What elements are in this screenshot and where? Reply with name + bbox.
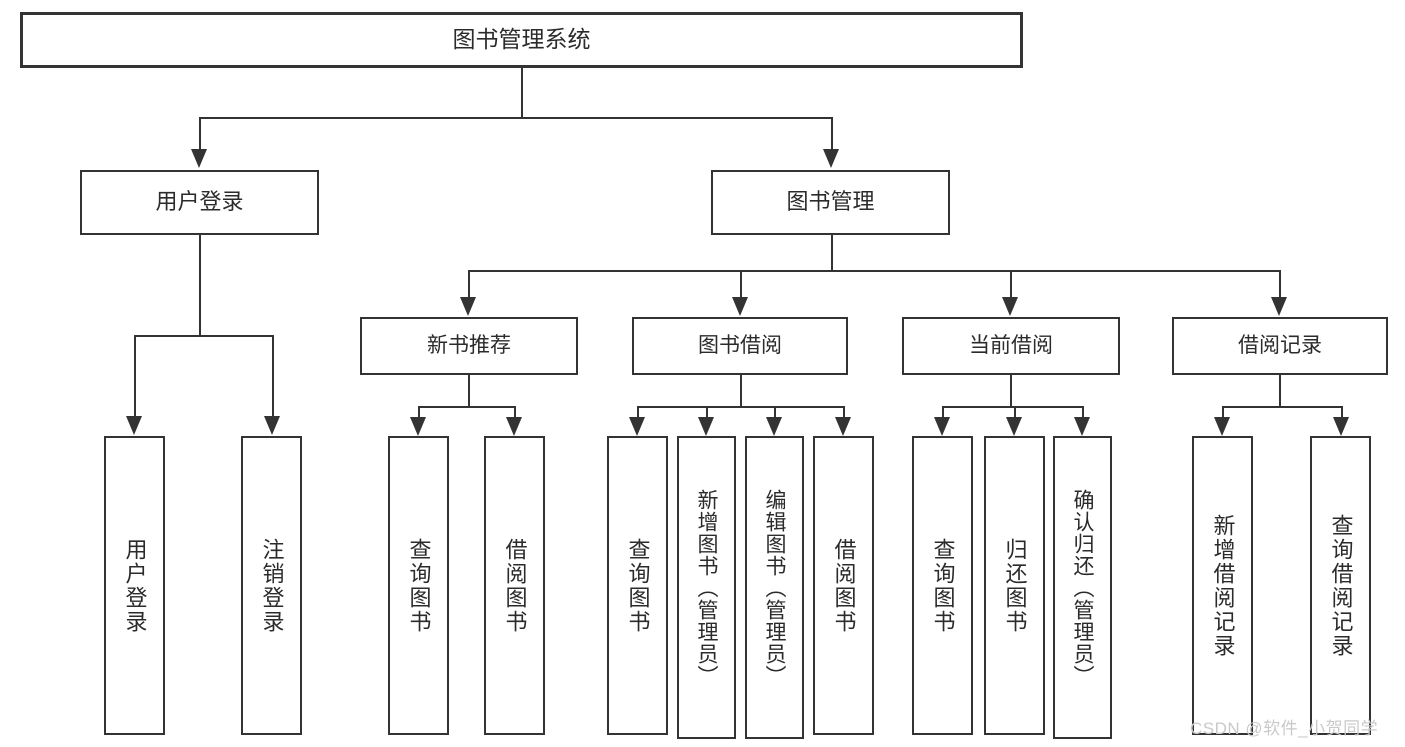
connector-bb-to-leaf-2 xyxy=(706,406,708,417)
node-book-borrowing[interactable]: 图书借阅 xyxy=(632,317,848,375)
connector-user-login-to-leaf-2 xyxy=(272,335,274,416)
connector-bb-to-leaf-3 xyxy=(774,406,776,417)
arrowhead-current-borrowing xyxy=(1002,297,1018,316)
arrowhead-leaf-query-book-current xyxy=(934,417,950,436)
arrowhead-book-borrowing xyxy=(732,297,748,316)
leaf-query-book-borrowing[interactable]: 查询图书 xyxy=(607,436,668,735)
node-label: 确认归还（管理员） xyxy=(1071,488,1094,687)
arrowhead-leaf-add-book-admin xyxy=(698,417,714,436)
arrowhead-new-book-recommendation xyxy=(460,297,476,316)
node-root-library-management-system[interactable]: 图书管理系统 xyxy=(20,12,1023,68)
node-label: 查询图书 xyxy=(406,537,432,634)
connector-new-book-rec-bar xyxy=(418,406,515,408)
arrowhead-leaf-query-book-borrowing xyxy=(629,417,645,436)
node-label: 查询借阅记录 xyxy=(1328,513,1354,658)
arrowhead-leaf-user-login xyxy=(126,416,142,435)
connector-cb-to-leaf-1 xyxy=(942,406,944,417)
connector-book-management-bar xyxy=(468,270,1280,272)
connector-bm-to-current-borrowing xyxy=(1010,270,1012,297)
leaf-query-book-current[interactable]: 查询图书 xyxy=(912,436,973,735)
node-borrowing-records[interactable]: 借阅记录 xyxy=(1172,317,1388,375)
arrowhead-leaf-add-borrowing-record xyxy=(1214,417,1230,436)
connector-bb-to-leaf-4 xyxy=(843,406,845,417)
connector-current-borrowing-bar xyxy=(942,406,1083,408)
node-label: 编辑图书（管理员） xyxy=(763,488,786,687)
leaf-confirm-return-admin[interactable]: 确认归还（管理员） xyxy=(1053,436,1112,739)
connector-root-to-user-login xyxy=(199,117,201,149)
node-label: 查询图书 xyxy=(930,537,956,634)
connector-root-bar xyxy=(199,117,831,119)
node-label: 用户登录 xyxy=(155,189,244,215)
connector-bm-to-new-book-rec xyxy=(468,270,470,297)
connector-user-login-to-leaf-1 xyxy=(134,335,136,416)
node-label: 图书借阅 xyxy=(698,333,782,357)
node-new-book-recommendation[interactable]: 新书推荐 xyxy=(360,317,578,375)
node-label: 查询图书 xyxy=(625,537,651,634)
connector-bm-to-book-borrowing xyxy=(740,270,742,297)
arrowhead-leaf-return-book xyxy=(1006,417,1022,436)
csdn-watermark: CSDN @软件_小贺同学 xyxy=(1190,719,1379,738)
arrowhead-leaf-borrow-book-borrowing xyxy=(835,417,851,436)
node-label: 用户登录 xyxy=(122,537,148,634)
arrowhead-leaf-logout xyxy=(264,416,280,435)
arrowhead-user-login xyxy=(191,149,207,168)
node-label: 新增图书（管理员） xyxy=(695,488,718,687)
leaf-add-borrowing-record[interactable]: 新增借阅记录 xyxy=(1192,436,1253,735)
connector-book-management-stem xyxy=(831,235,833,270)
leaf-add-book-admin[interactable]: 新增图书（管理员） xyxy=(677,436,736,739)
node-label: 当前借阅 xyxy=(969,333,1053,357)
node-label: 图书管理 xyxy=(786,189,875,215)
node-label: 图书管理系统 xyxy=(452,26,591,53)
leaf-edit-book-admin[interactable]: 编辑图书（管理员） xyxy=(745,436,804,739)
node-label: 新增借阅记录 xyxy=(1210,513,1236,658)
connector-br-to-leaf-2 xyxy=(1341,406,1343,417)
arrowhead-leaf-query-borrowing-record xyxy=(1333,417,1349,436)
node-user-login[interactable]: 用户登录 xyxy=(80,170,319,235)
arrowhead-borrowing-records xyxy=(1271,297,1287,316)
arrowhead-leaf-edit-book-admin xyxy=(766,417,782,436)
node-current-borrowing[interactable]: 当前借阅 xyxy=(902,317,1120,375)
node-label: 归还图书 xyxy=(1002,537,1028,634)
node-label: 新书推荐 xyxy=(427,333,511,357)
node-label: 借阅图书 xyxy=(502,537,528,634)
leaf-user-login[interactable]: 用户登录 xyxy=(104,436,165,735)
node-book-management[interactable]: 图书管理 xyxy=(711,170,950,235)
leaf-logout[interactable]: 注销登录 xyxy=(241,436,302,735)
leaf-query-borrowing-record[interactable]: 查询借阅记录 xyxy=(1310,436,1371,735)
node-label: 借阅记录 xyxy=(1238,333,1322,357)
leaf-borrow-book-recommendation[interactable]: 借阅图书 xyxy=(484,436,545,735)
connector-user-login-stem xyxy=(199,235,201,335)
connector-root-to-book-management xyxy=(831,117,833,149)
connector-br-to-leaf-1 xyxy=(1222,406,1224,417)
arrowhead-book-management xyxy=(823,149,839,168)
connector-bm-to-borrowing-records xyxy=(1279,270,1281,297)
arrowhead-leaf-query-book-recommendation xyxy=(410,417,426,436)
connector-bb-to-leaf-1 xyxy=(637,406,639,417)
connector-borrowing-records-stem xyxy=(1279,375,1281,406)
connector-new-book-rec-stem xyxy=(468,375,470,406)
connector-cb-to-leaf-3 xyxy=(1082,406,1084,417)
connector-cb-to-leaf-2 xyxy=(1014,406,1016,417)
connector-current-borrowing-stem xyxy=(1010,375,1012,406)
leaf-borrow-book-borrowing[interactable]: 借阅图书 xyxy=(813,436,874,735)
node-label: 借阅图书 xyxy=(831,537,857,634)
connector-book-borrowing-bar xyxy=(637,406,844,408)
arrowhead-leaf-confirm-return-admin xyxy=(1074,417,1090,436)
leaf-query-book-recommendation[interactable]: 查询图书 xyxy=(388,436,449,735)
connector-user-login-bar xyxy=(134,335,272,337)
node-label: 注销登录 xyxy=(259,537,285,634)
connector-nbr-to-leaf-1 xyxy=(418,406,420,417)
connector-root-stem xyxy=(521,68,523,118)
connector-nbr-to-leaf-2 xyxy=(514,406,516,417)
arrowhead-leaf-borrow-book-recommendation xyxy=(506,417,522,436)
connector-borrowing-records-bar xyxy=(1222,406,1341,408)
leaf-return-book[interactable]: 归还图书 xyxy=(984,436,1045,735)
connector-book-borrowing-stem xyxy=(740,375,742,406)
